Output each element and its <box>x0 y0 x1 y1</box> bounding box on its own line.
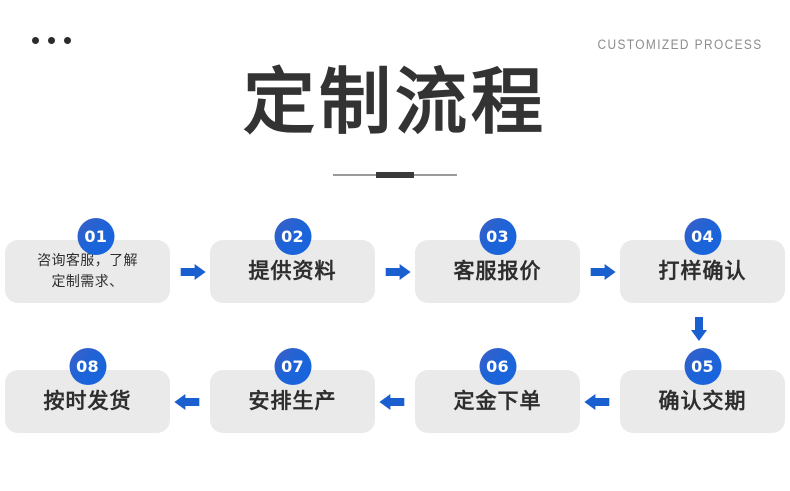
step-label-06: 定金下单 <box>453 389 542 414</box>
step-badge-05: 05 <box>684 348 721 385</box>
step-label-05: 确认交期 <box>658 389 747 414</box>
arrow-stem <box>385 267 401 276</box>
step-badge-02: 02 <box>274 218 311 255</box>
step-label-07: 安排生产 <box>248 389 337 414</box>
arrow-head <box>691 330 707 341</box>
flow-step-04[interactable]: 04 打样确认 <box>620 218 785 303</box>
step-box-04[interactable]: 打样确认 <box>620 240 785 303</box>
divider-line-center <box>376 172 414 178</box>
eyebrow-text: CUSTOMIZED PROCESS <box>597 37 763 52</box>
arrow-stem <box>184 397 200 406</box>
process-flow: 01 咨询客服，了解 定制需求、 02 提供资料 03 <box>0 218 790 458</box>
arrow-left-icon <box>170 370 210 433</box>
dot-icon <box>48 37 55 44</box>
flow-step-06[interactable]: 06 定金下单 <box>415 348 580 433</box>
flow-row-1: 01 咨询客服，了解 定制需求、 02 提供资料 03 <box>0 218 790 313</box>
step-label-04: 打样确认 <box>658 259 747 284</box>
arrow-head <box>174 393 186 410</box>
step-badge-03: 03 <box>479 218 516 255</box>
flow-step-02[interactable]: 02 提供资料 <box>210 218 375 303</box>
title-divider <box>0 172 790 178</box>
arrow-stem <box>590 267 606 276</box>
arrow-head <box>584 393 596 410</box>
step-label-01-line2: 定制需求、 <box>51 273 124 290</box>
page-title: 定制流程 <box>242 60 547 144</box>
arrow-right-icon <box>170 240 210 303</box>
flow-step-07[interactable]: 07 安排生产 <box>210 348 375 433</box>
arrow-stem <box>389 397 405 406</box>
arrow-head <box>604 263 616 280</box>
flow-connector <box>0 313 790 351</box>
arrow-left-icon <box>580 370 620 433</box>
arrow-head <box>379 393 391 410</box>
divider-line-left <box>333 174 376 176</box>
flow-step-03[interactable]: 03 客服报价 <box>415 218 580 303</box>
step-badge-06: 06 <box>479 348 516 385</box>
dot-icon <box>64 37 71 44</box>
step-badge-01: 01 <box>77 218 115 255</box>
step-label-01-line1: 咨询客服，了解 <box>37 253 138 270</box>
arrow-right-icon <box>375 240 415 303</box>
arrow-stem <box>180 267 196 276</box>
divider-line-right <box>414 174 457 176</box>
page-header: CUSTOMIZED PROCESS <box>0 0 790 80</box>
step-label-03: 客服报价 <box>453 259 542 284</box>
step-label-02: 提供资料 <box>248 259 337 284</box>
arrow-head <box>194 263 206 280</box>
step-badge-08: 08 <box>69 348 106 385</box>
step-badge-07: 07 <box>274 348 311 385</box>
decorative-dots <box>32 37 71 44</box>
page-title-wrap: 定制流程 <box>0 62 790 142</box>
step-badge-04: 04 <box>684 218 721 255</box>
flow-step-01[interactable]: 01 咨询客服，了解 定制需求、 <box>5 218 170 303</box>
flow-step-08[interactable]: 08 按时发货 <box>5 348 170 433</box>
step-label-08: 按时发货 <box>43 389 132 414</box>
arrow-left-icon <box>375 370 415 433</box>
arrow-head <box>399 263 411 280</box>
flow-row-2: 08 按时发货 07 安排生产 06 定金下单 <box>0 348 790 443</box>
arrow-right-icon <box>580 240 620 303</box>
arrow-stem <box>594 397 610 406</box>
arrow-stem <box>695 317 703 331</box>
dot-icon <box>32 37 39 44</box>
flow-step-05[interactable]: 05 确认交期 <box>620 348 785 433</box>
step-label-01: 咨询客服，了解 定制需求、 <box>31 251 144 292</box>
